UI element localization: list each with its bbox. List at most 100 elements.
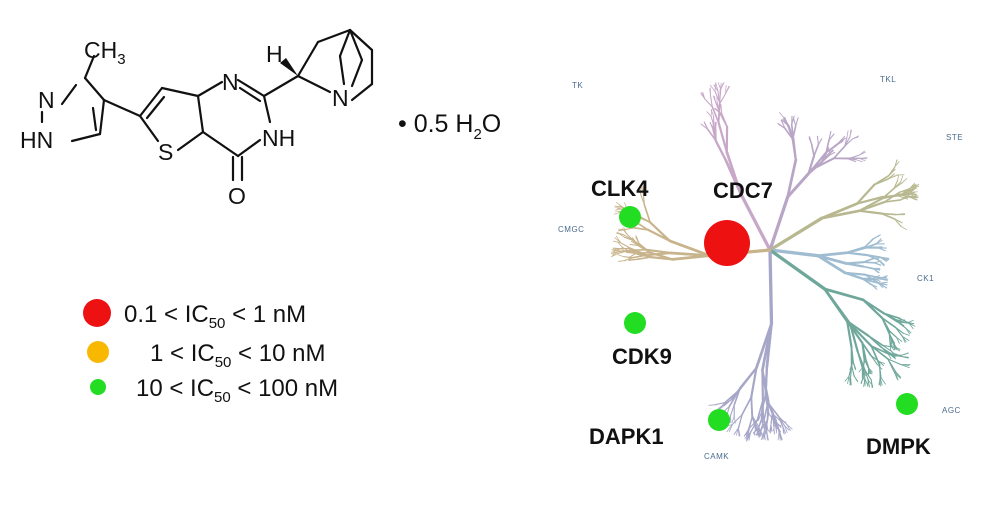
kinome-branch <box>850 376 852 386</box>
bond <box>83 76 106 102</box>
kinome-branch <box>867 367 873 373</box>
kinome-branch <box>870 283 878 290</box>
kinome-branch <box>757 418 763 430</box>
kinome-branch <box>766 423 769 431</box>
kinome-branch <box>808 136 813 145</box>
kinome-branch <box>719 83 724 91</box>
kinome-branch <box>717 101 721 124</box>
kinome-branch <box>717 121 728 153</box>
kinome-branch <box>768 216 824 252</box>
kinome-branch <box>902 332 910 336</box>
kinome-branch <box>729 404 735 417</box>
hydrate-label: • 0.5 H2O <box>398 110 501 143</box>
kinome-branch <box>909 183 917 189</box>
kinome-branch <box>772 412 777 426</box>
group-label-tkl: TKL <box>880 75 896 84</box>
kinome-branch <box>878 278 888 281</box>
kinome-branch <box>617 254 625 258</box>
hit-label-clk4: CLK4 <box>591 176 649 201</box>
kinome-branch <box>897 173 900 181</box>
kinome-branch <box>725 85 730 94</box>
kinome-branch <box>866 254 882 259</box>
hit-marker-cdk9 <box>624 312 646 334</box>
kinome-branch <box>893 371 898 380</box>
kinome-branch <box>613 240 622 244</box>
kinome-branch <box>623 257 634 262</box>
pyrimidine-n-label: N <box>222 69 239 95</box>
kinome-branch <box>845 246 867 254</box>
kinome-branch <box>870 379 874 388</box>
kinome-branch <box>863 238 874 249</box>
kinome-branch <box>876 281 885 287</box>
kinome-branch <box>863 368 866 377</box>
kinome-branch <box>849 323 859 353</box>
kinome-branch <box>881 317 897 329</box>
chiral-h-label: H <box>266 41 283 67</box>
kinome-branch <box>863 358 869 369</box>
kinome-branch <box>873 262 882 266</box>
legend-marker-small <box>90 379 106 395</box>
kinome-branch <box>888 330 896 337</box>
kinome-branch <box>719 89 721 104</box>
kinome-branch <box>894 218 902 227</box>
kinome-branch <box>852 135 859 140</box>
kinome-branch <box>718 111 728 128</box>
kinome-branch <box>725 85 727 94</box>
kinome-branch <box>878 360 884 366</box>
chemical-structure: CH3 N HN S N NH O H N • 0.5 H2O <box>20 28 501 209</box>
kinome-branch <box>748 415 753 428</box>
hit-marker-dapk1 <box>708 409 730 431</box>
kinome-branch <box>719 93 727 105</box>
kinome-branch <box>864 378 869 387</box>
kinome-branch <box>780 119 786 129</box>
kinome-branch <box>763 429 765 438</box>
kinome-branch <box>647 228 672 242</box>
kinome-tree: TK TKL STE CK1 AGC CAMK CMGC CLK4 CDC7 C… <box>558 75 963 461</box>
kinome-branch <box>616 235 622 244</box>
kinome-branch <box>623 236 634 241</box>
kinome-branch <box>853 375 859 382</box>
kinome-branch <box>786 423 791 431</box>
kinome-branch <box>637 244 651 254</box>
kinome-branch <box>700 123 709 131</box>
bond <box>350 58 364 88</box>
bond <box>145 95 166 120</box>
kinome-branch <box>894 218 903 224</box>
bond <box>176 130 205 152</box>
kinome-branch <box>879 364 881 378</box>
kinome-branch <box>617 260 625 262</box>
kinome-branch <box>624 227 635 231</box>
kinome-branch <box>759 428 762 437</box>
kinome-branch <box>631 237 639 246</box>
kinome-branch <box>893 179 899 189</box>
kinome-branch <box>714 82 716 92</box>
legend-label-1: 0.1 < IC50 < 1 nM <box>124 301 306 332</box>
pyrazole-n-label: N <box>38 87 55 113</box>
kinome-branch <box>642 192 645 206</box>
kinome-branch <box>813 143 820 157</box>
kinome-branch <box>893 182 903 189</box>
kinome-branch <box>636 253 652 258</box>
kinome-branch <box>710 109 714 117</box>
kinome-branch <box>862 261 876 264</box>
kinome-branch <box>764 422 767 429</box>
quinuclidine-n-label: N <box>332 85 349 111</box>
bond <box>91 106 98 132</box>
kinome-branch <box>864 273 878 283</box>
kinome-branch <box>863 378 866 388</box>
kinome-branch <box>855 183 876 205</box>
kinome-branch <box>731 414 743 425</box>
kinome-branch <box>758 429 762 437</box>
legend-marker-medium <box>87 341 109 363</box>
bond <box>262 94 272 124</box>
kinome-branch <box>843 271 867 276</box>
legend-marker-large <box>83 299 111 327</box>
kinome-branch <box>908 189 913 196</box>
kinome-branch <box>899 188 913 193</box>
kinome-branch <box>858 157 866 162</box>
kinome-branch <box>784 425 790 431</box>
kinome-branch <box>859 157 868 159</box>
kinome-branch <box>825 142 840 154</box>
kinome-branch <box>877 259 885 267</box>
